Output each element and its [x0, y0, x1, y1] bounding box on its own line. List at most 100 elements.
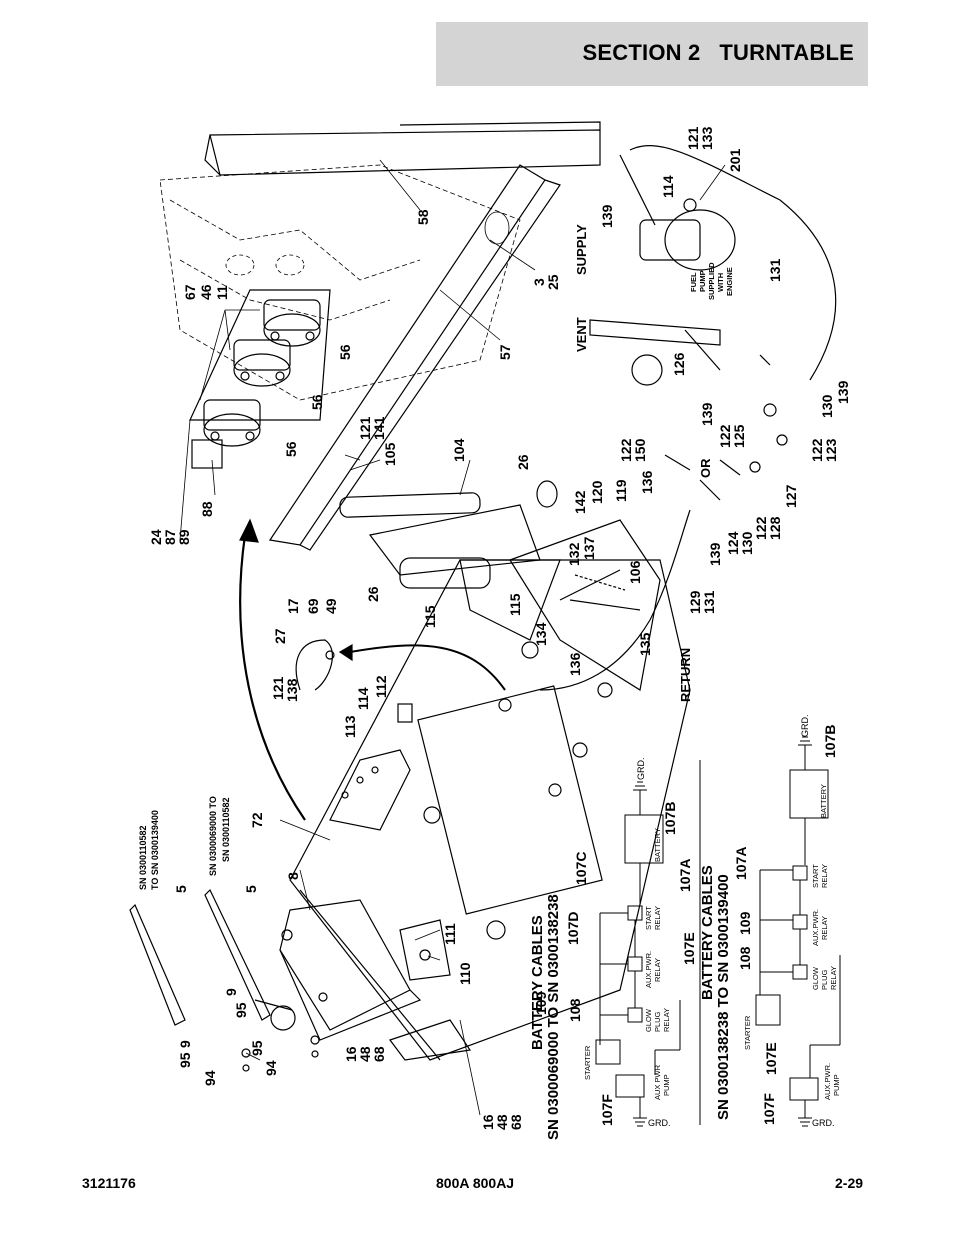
callout: 26 [365, 586, 381, 602]
relay-56-b [233, 339, 291, 387]
callout: 107A [677, 859, 693, 892]
serial-range-note: TO SN 0300139400 [150, 810, 160, 890]
callout: 5 [173, 885, 189, 893]
callout: 107C [573, 852, 589, 885]
callout: 109 [737, 911, 753, 935]
callout: 9 [177, 1040, 193, 1048]
document-number: 3121176 [82, 1175, 136, 1191]
callout: 111 [442, 923, 458, 945]
callout: 139 [835, 380, 851, 404]
grd-label: GRD. [800, 715, 810, 738]
callout: 126 [671, 352, 687, 376]
callout: 68 [508, 1114, 524, 1130]
grd-label: GRD. [636, 758, 646, 781]
label-supply: SUPPLY [574, 224, 589, 275]
wd2-aux-relay [792, 914, 808, 930]
callout: 107B [822, 725, 838, 758]
callout: 139 [699, 402, 715, 426]
callout: 131 [701, 590, 717, 614]
post-104 [339, 492, 481, 518]
grd-label: GRD. [812, 1118, 835, 1128]
callout: 142 [572, 490, 588, 514]
relay-base-88 [191, 439, 223, 469]
glow-relay-label: RELAY [662, 1008, 671, 1032]
clamp-bar-a [129, 903, 186, 1026]
callout: 119 [613, 479, 629, 502]
callout: 130 [819, 394, 835, 418]
bracket-110 [399, 919, 451, 981]
callout: 95 [177, 1052, 193, 1068]
callout: 139 [707, 542, 723, 566]
callout: 122 [717, 424, 733, 448]
callout: 105 [382, 442, 398, 466]
callout: 94 [263, 1060, 279, 1076]
glow-relay-label: PLUG [820, 969, 829, 990]
bracket-115 [459, 559, 561, 641]
wd1-glow-relay [627, 1007, 643, 1023]
callout: 94 [202, 1070, 218, 1086]
wd1-start-relay [627, 905, 643, 921]
callout: 107D [565, 912, 581, 945]
glow-relay-label: GLOW [811, 966, 820, 990]
callout: 27 [272, 628, 288, 644]
wiring-diagram-2 [755, 736, 841, 1127]
section-title: SECTION 2 TURNTABLE [582, 40, 854, 65]
callout: 16 [343, 1046, 359, 1062]
tray-plate-72 [289, 559, 691, 1061]
callout: 121 [357, 416, 373, 440]
aux-pump-label: AUX.PWR. [823, 1063, 832, 1100]
callout: 107E [681, 932, 697, 965]
return-line [539, 509, 691, 691]
callout: 139 [599, 204, 615, 228]
label-return: RETURN [678, 648, 693, 702]
callout: 58 [415, 209, 431, 225]
start-relay-label: RELAY [820, 864, 829, 888]
return-arrow-left [239, 534, 306, 821]
aux-relay-label: RELAY [653, 958, 662, 982]
callout: 136 [567, 652, 583, 676]
callout: 68 [371, 1046, 387, 1062]
callout: 134 [533, 622, 549, 646]
callout: 132 [566, 542, 582, 566]
callout: 49 [323, 598, 339, 614]
fuel-pump-note: FUEL [689, 272, 698, 292]
wd2-starter [755, 994, 781, 1026]
callout: 56 [337, 344, 353, 360]
callout: 137 [581, 536, 597, 560]
callout: 25 [545, 274, 561, 290]
glow-relay-label: PLUG [653, 1011, 662, 1032]
fuel-pump-note: WITH [716, 273, 725, 292]
wd1-subtitle: SN 0300069000 TO SN 0300138238 [545, 894, 562, 1140]
grd-label: GRD. [648, 1118, 671, 1128]
callout: 107F [599, 1094, 615, 1126]
callout: 114 [660, 175, 676, 198]
callout: 141 [371, 416, 387, 440]
callout: 57 [497, 344, 513, 360]
callout-numbers: 5 5 8 9 9 95 95 95 94 94 72 16 48 68 16 … [148, 126, 851, 1130]
page-number: 2-29 [835, 1175, 864, 1191]
callout: 138 [284, 678, 300, 702]
hose-131-supply [629, 145, 837, 381]
clamp-sleeve [270, 1005, 296, 1031]
callout: 16 [480, 1114, 496, 1130]
start-relay-label: START [644, 906, 653, 930]
post-26 [399, 557, 491, 589]
callout: 95 [249, 1040, 265, 1056]
callout: 113 [342, 715, 358, 738]
relay-56-a [203, 399, 261, 447]
callout: 89 [176, 529, 192, 545]
aux-pump-label: AUX PWR [653, 1064, 662, 1100]
fuel-pump-note: SUPPLIED [707, 262, 716, 300]
serial-range-note: SN 0300110582 [221, 797, 231, 862]
glow-relay-label: RELAY [829, 966, 838, 990]
start-relay-label: START [811, 864, 820, 888]
serial-range-note: SN 0300069000 TO [208, 796, 218, 876]
callout: 106 [627, 560, 643, 584]
callout: 115 [507, 593, 523, 616]
wiring-diagram-2-text: BATTERY CABLES SN 0300138238 TO SN 03001… [699, 715, 841, 1129]
callout: 129 [687, 590, 703, 614]
aux-relay-label: RELAY [820, 916, 829, 940]
model-number: 800A 800AJ [436, 1175, 515, 1191]
return-arrow-mid [349, 644, 506, 691]
